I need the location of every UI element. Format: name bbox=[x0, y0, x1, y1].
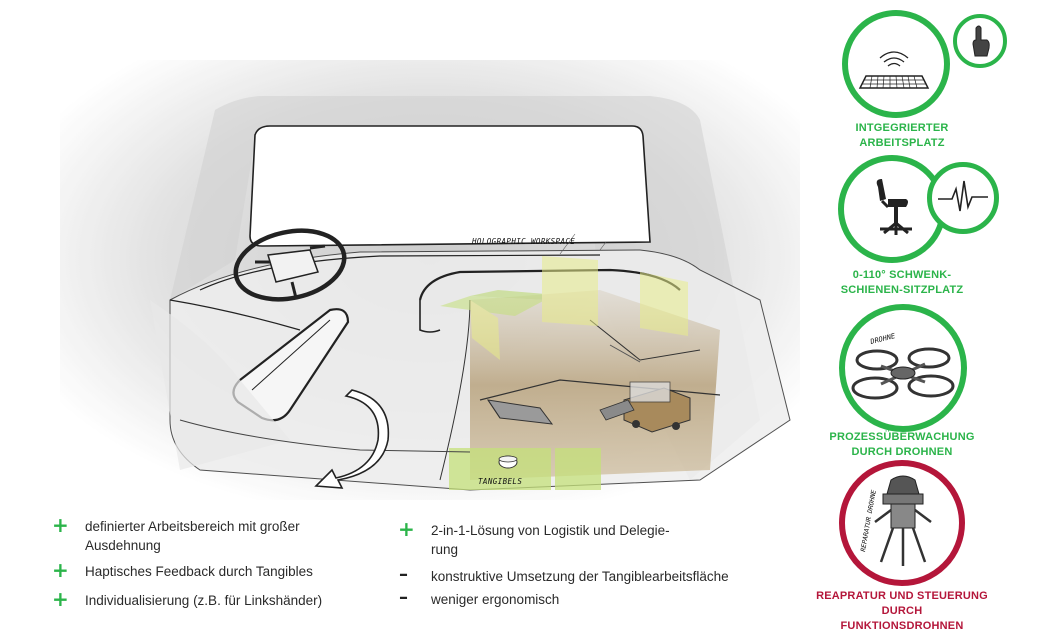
feature-label-line: PROZESSÜBERWACHUNG bbox=[829, 431, 975, 443]
feature-label-repair: REAPRATUR UND STEUERUNG DURCH FUNKTIONSD… bbox=[804, 589, 1000, 634]
office-chair-icon bbox=[876, 179, 912, 235]
plus-icon: + bbox=[52, 513, 69, 537]
swivel-arrow-icon bbox=[314, 389, 390, 489]
plus-icon: + bbox=[52, 558, 69, 582]
windshield bbox=[249, 125, 651, 247]
cabin-illustration: HOLOGRAPHIC WORKSPACE TANGIBELS bbox=[60, 60, 800, 500]
pro-item-text: 2-in-1-Lösung von Logistik und Delegie- bbox=[431, 523, 670, 538]
holographic-workspace bbox=[440, 256, 688, 360]
con-item-text: konstruktive Umsetzung der Tangiblearbei… bbox=[431, 569, 729, 584]
heartbeat-icon bbox=[938, 180, 988, 212]
ground-vehicle bbox=[599, 399, 635, 421]
ground-view bbox=[470, 290, 720, 480]
ground-vehicle bbox=[623, 381, 691, 433]
minus-icon: – bbox=[399, 587, 408, 608]
tangibels-label: TANGIBELS bbox=[478, 477, 522, 486]
workspace-circle bbox=[842, 10, 950, 118]
plus-icon: + bbox=[52, 587, 69, 611]
pro-item-text: rung bbox=[431, 542, 459, 557]
feature-label-seat: 0-110° SCHWENK- SCHIENEN-SITZPLATZ bbox=[804, 268, 1000, 298]
feature-label-line: ARBEITSPLATZ bbox=[859, 137, 945, 149]
feature-label-line: REAPRATUR UND STEUERUNG DURCH bbox=[816, 590, 988, 617]
pro-item-text: Haptisches Feedback durch Tangibles bbox=[85, 564, 313, 579]
con-item: konstruktive Umsetzung der Tangiblearbei… bbox=[431, 567, 791, 586]
repair-drone-icon: REPARATUR DROHNE bbox=[859, 475, 932, 566]
feature-label-line: DURCH DROHNEN bbox=[851, 446, 953, 458]
tangibels-surface bbox=[449, 448, 601, 490]
pointing-hand-icon bbox=[972, 25, 990, 57]
pro-item: 2-in-1-Lösung von Logistik und Delegie- … bbox=[431, 521, 771, 559]
steering-wheel bbox=[233, 228, 347, 302]
vital-signs-circle bbox=[927, 162, 999, 234]
con-item: weniger ergonomisch bbox=[431, 590, 791, 609]
drone-caption: DROHNE bbox=[869, 332, 897, 346]
ground-vehicle bbox=[486, 399, 554, 425]
pro-item-text: Ausdehnung bbox=[85, 538, 161, 553]
repair-drone-circle: REPARATUR DROHNE bbox=[839, 460, 965, 586]
pro-item-text: Individualisierung (z.B. für Linkshänder… bbox=[85, 593, 323, 608]
gesture-circle bbox=[953, 14, 1007, 68]
pro-item: definierter Arbeitsbereich mit großer Au… bbox=[85, 517, 385, 555]
feature-label-workspace: INTGEGRIERTER ARBEITSPLATZ bbox=[804, 121, 1000, 151]
feature-label-monitoring: PROZESSÜBERWACHUNG DURCH DROHNEN bbox=[804, 430, 1000, 460]
pro-item-text: definierter Arbeitsbereich mit großer bbox=[85, 519, 300, 534]
feature-label-line: SCHIENEN-SITZPLATZ bbox=[840, 284, 964, 296]
monitoring-drone-circle: DROHNE bbox=[839, 304, 967, 432]
feature-label-line: INTGEGRIERTER bbox=[855, 122, 949, 134]
holographic-workspace-label: HOLOGRAPHIC WORKSPACE bbox=[471, 237, 575, 246]
con-item-text: weniger ergonomisch bbox=[431, 592, 560, 607]
touch-keyboard-icon bbox=[858, 51, 930, 89]
pro-item: Individualisierung (z.B. für Linkshänder… bbox=[85, 591, 385, 610]
feature-label-line: 0-110° SCHWENK- bbox=[852, 269, 952, 281]
pro-item: Haptisches Feedback durch Tangibles bbox=[85, 562, 385, 581]
feature-label-line: FUNKTIONSDROHNEN bbox=[840, 620, 964, 632]
plus-icon: + bbox=[398, 517, 415, 541]
quadcopter-drone-icon: DROHNE bbox=[851, 332, 955, 400]
minus-icon: – bbox=[399, 564, 408, 585]
